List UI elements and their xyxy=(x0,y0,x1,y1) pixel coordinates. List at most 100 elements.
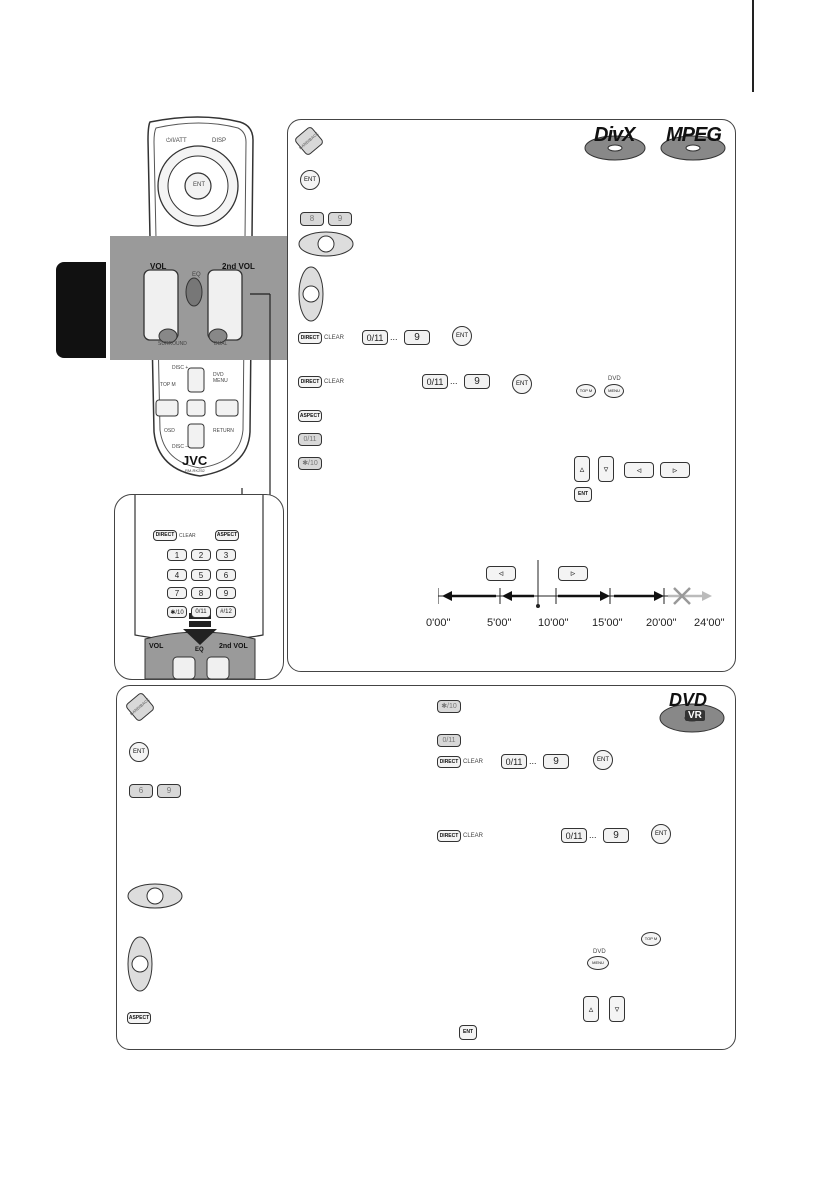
inset-key-8[interactable]: 8 xyxy=(191,587,211,599)
dvd-label-1: DVD xyxy=(608,376,621,382)
nine-button-2[interactable]: 9 xyxy=(464,374,490,389)
clear-label-1: CLEAR xyxy=(324,335,345,341)
remote-osd-label: OSD xyxy=(164,428,175,434)
tick-15: 15'00" xyxy=(592,617,623,629)
up-arrow-button-2[interactable]: ▵ xyxy=(583,996,599,1022)
inset-key-6[interactable]: 6 xyxy=(216,569,236,581)
dpad-left-right-icon[interactable] xyxy=(298,231,354,257)
star10-button-2[interactable]: ✱/10 xyxy=(437,700,461,713)
remote-ent-label: ENT xyxy=(193,182,205,188)
zero11-button-2[interactable]: 0/11 xyxy=(437,734,461,747)
tick-5: 5'00" xyxy=(487,617,512,629)
remote-topm-label: TOP M xyxy=(160,382,176,388)
inset-key-7[interactable]: 7 xyxy=(167,587,187,599)
clear-label-3: CLEAR xyxy=(463,759,484,765)
zero11-button-1[interactable]: 0/11 xyxy=(362,330,388,345)
ent-square-button-1[interactable]: ENT xyxy=(574,487,592,502)
ellipsis-4: ... xyxy=(589,830,597,840)
remote-return-label: RETURN xyxy=(213,428,234,434)
band-back-button[interactable]: BAND/BACK xyxy=(293,125,325,157)
language-tab xyxy=(56,262,106,358)
inset-key-2[interactable]: 2 xyxy=(191,549,211,561)
down-arrow-button-2[interactable]: ▿ xyxy=(609,996,625,1022)
key-6-button-2[interactable]: 6 xyxy=(129,784,153,798)
divx-mpeg-panel: BAND/BACK DivX MPEG ENT 8 9 DIRECT CLEAR… xyxy=(287,119,736,672)
zero11-key-4[interactable]: 0/11 xyxy=(561,828,587,843)
direct-button-2[interactable]: DIRECT xyxy=(298,376,322,388)
ent-button-1[interactable]: ENT xyxy=(452,326,472,346)
key-9-button-2[interactable]: 9 xyxy=(157,784,181,798)
page-margin-line xyxy=(752,0,754,92)
menu-button-2[interactable]: MENU xyxy=(587,956,609,970)
dvd-label-2: DVD xyxy=(593,949,606,955)
vr-logo-text: VR xyxy=(685,710,705,721)
inset-key-1[interactable]: 1 xyxy=(167,549,187,561)
inset-key-9[interactable]: 9 xyxy=(216,587,236,599)
ellipsis-3: ... xyxy=(529,756,537,766)
clear-label-2: CLEAR xyxy=(324,379,345,385)
zero11-key-3[interactable]: 0/11 xyxy=(501,754,527,769)
star10-gray-button[interactable]: ✱/10 xyxy=(298,457,322,470)
inset-key-4[interactable]: 4 xyxy=(167,569,187,581)
topm-button-1[interactable]: TOP M xyxy=(576,384,596,398)
inset-key-3[interactable]: 3 xyxy=(216,549,236,561)
ent-button-2[interactable]: ENT xyxy=(512,374,532,394)
ent-button-4[interactable]: ENT xyxy=(651,824,671,844)
inset-aspect-button[interactable]: ASPECT xyxy=(215,530,239,541)
inset-eq-label: EQ xyxy=(195,647,204,653)
nine-key-3[interactable]: 9 xyxy=(543,754,569,769)
aspect-button-1[interactable]: ASPECT xyxy=(298,410,322,422)
zero11-gray-button[interactable]: 0/11 xyxy=(298,433,322,446)
up-arrow-button[interactable]: ▵ xyxy=(574,456,590,482)
tick-24: 24'00" xyxy=(694,617,725,629)
tick-10: 10'00" xyxy=(538,617,569,629)
tick-20: 20'00" xyxy=(646,617,677,629)
inset-vol2-label: 2nd VOL xyxy=(219,643,248,650)
nine-button-1[interactable]: 9 xyxy=(404,330,430,345)
inset-key-zero11[interactable]: 0/11 xyxy=(191,606,211,618)
direct-button-3[interactable]: DIRECT xyxy=(437,756,461,768)
remote-vol-label: VOL xyxy=(150,262,167,271)
key-9-button[interactable]: 9 xyxy=(328,212,352,226)
timeline-right-button[interactable]: ▹ xyxy=(558,566,588,581)
inset-key-5[interactable]: 5 xyxy=(191,569,211,581)
left-arrow-button[interactable]: ◃ xyxy=(624,462,654,478)
nine-key-4[interactable]: 9 xyxy=(603,828,629,843)
dpad-up-down-icon-2[interactable] xyxy=(127,936,153,992)
right-arrow-button[interactable]: ▹ xyxy=(660,462,690,478)
direct-button-4[interactable]: DIRECT xyxy=(437,830,461,842)
ent-play-button[interactable]: ENT xyxy=(300,170,320,190)
timeline-left-button[interactable]: ◃ xyxy=(486,566,516,581)
dvd-vr-panel: BAND/BACK ENT 6 9 ASPECT ✱/10 0/11 DIREC… xyxy=(116,685,736,1050)
mpeg-disc-logo xyxy=(660,135,726,161)
remote-eq-label: EQ xyxy=(192,272,201,278)
dvd-logo-text: DVD xyxy=(669,690,708,710)
remote-disc-minus-label: DISC – xyxy=(172,444,189,450)
remote-model: RM-RK252 xyxy=(185,468,205,473)
dpad-left-right-icon-2[interactable] xyxy=(127,883,183,909)
menu-button-1[interactable]: MENU xyxy=(604,384,624,398)
topm-button-2[interactable]: TOP M xyxy=(641,932,661,946)
inset-direct-button[interactable]: DIRECT xyxy=(153,530,177,541)
keypad-inset: DIRECT CLEAR ASPECT 1 2 3 4 5 6 7 8 9 ✱/… xyxy=(114,494,284,680)
ent-play-button-2[interactable]: ENT xyxy=(129,742,149,762)
ent-square-button-2[interactable]: ENT xyxy=(459,1025,477,1040)
zero11-button-2[interactable]: 0/11 xyxy=(422,374,448,389)
dpad-up-down-icon[interactable] xyxy=(298,266,324,322)
remote-dvdmenu-label: DVD MENU xyxy=(213,372,228,384)
down-arrow-button[interactable]: ▿ xyxy=(598,456,614,482)
remote-disp-label: DISP xyxy=(212,138,227,144)
direct-button-1[interactable]: DIRECT xyxy=(298,332,322,344)
remote-dual-label: DUAL xyxy=(214,341,228,347)
ent-button-3[interactable]: ENT xyxy=(593,750,613,770)
divx-disc-logo xyxy=(584,135,646,161)
clear-label-4: CLEAR xyxy=(463,833,484,839)
ellipsis-1: ... xyxy=(390,332,398,342)
band-back-button-2[interactable]: BAND/BACK xyxy=(124,691,156,723)
remote-disc-plus-label: DISC + xyxy=(172,365,189,371)
inset-key-star10[interactable]: ✱/10 xyxy=(167,606,187,618)
aspect-button-2[interactable]: ASPECT xyxy=(127,1012,151,1024)
remote-vol2-label: 2nd VOL xyxy=(222,262,255,271)
inset-key-hash12[interactable]: #/12 xyxy=(216,606,236,618)
key-8-button[interactable]: 8 xyxy=(300,212,324,226)
